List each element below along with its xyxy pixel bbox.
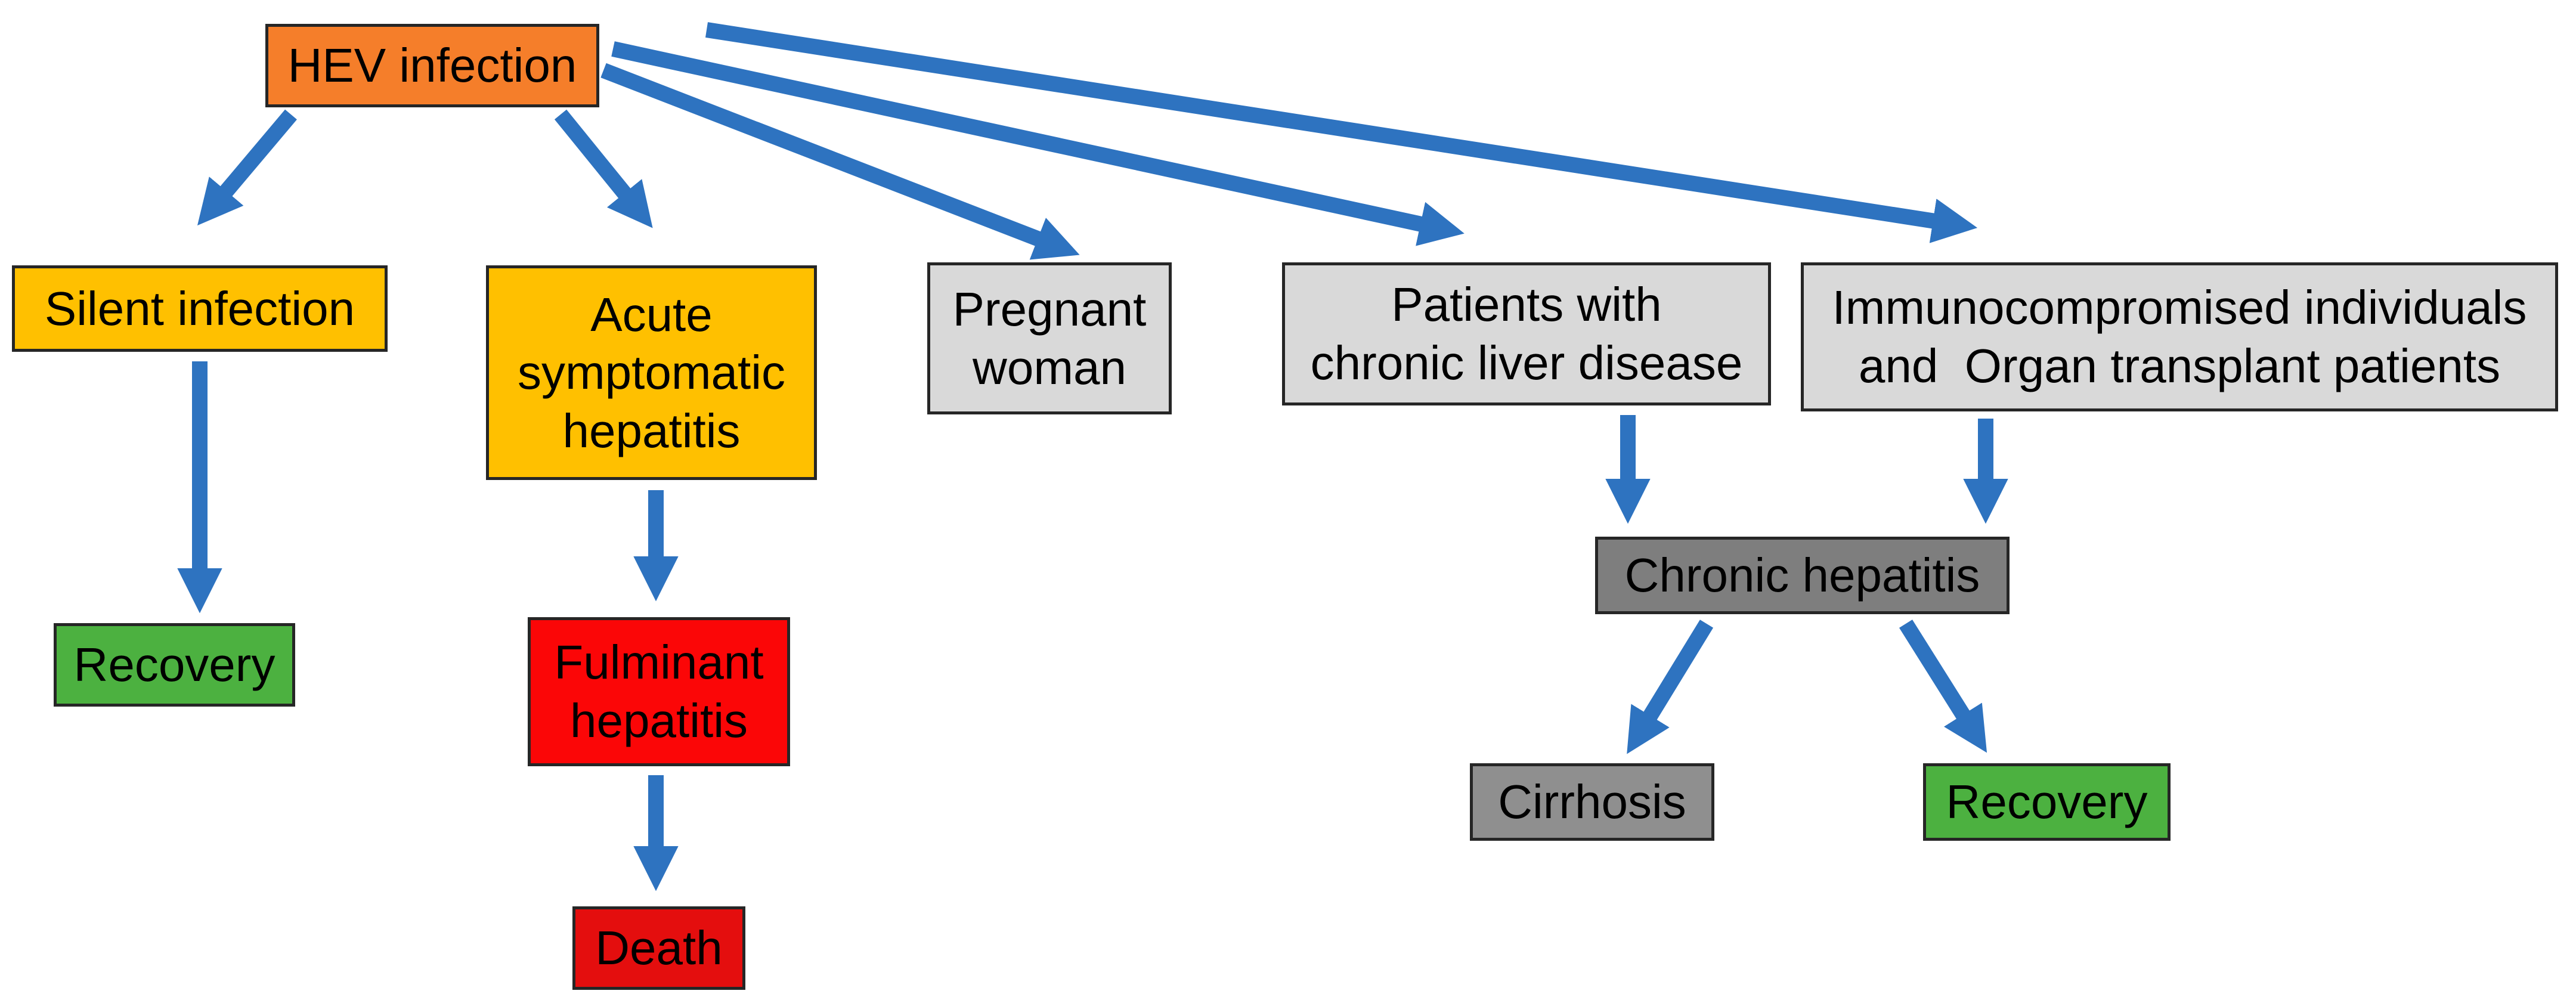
node-hev-infection-label: HEV infection: [287, 39, 577, 92]
node-death-label: Death: [595, 921, 723, 975]
edge-hev-to-pregnant-woman: [600, 63, 1080, 260]
edge-hev-to-chronic-liver-disease: [611, 41, 1465, 246]
node-pregnant-woman-label: Pregnant woman: [952, 282, 1147, 394]
node-recovery-left: Recovery: [54, 623, 295, 707]
node-pregnant-woman: Pregnant woman: [927, 262, 1172, 414]
node-recovery-left-label: Recovery: [73, 638, 275, 692]
edge-hev-to-silent-infection: [197, 109, 297, 226]
node-fulminant-hepatitis-label: Fulminant hepatitis: [554, 636, 764, 747]
node-immunocompromised-transplant: Immunocompromised individuals and Organ …: [1801, 262, 2558, 411]
node-silent-infection-label: Silent infection: [44, 281, 355, 335]
node-silent-infection: Silent infection: [12, 265, 388, 352]
node-acute-symptomatic-hepatitis-label: Acute symptomatic hepatitis: [518, 287, 785, 457]
edge-hev-to-immunocompromised: [705, 22, 1978, 243]
node-recovery-right: Recovery: [1923, 763, 2171, 841]
node-chronic-hepatitis: Chronic hepatitis: [1595, 537, 2010, 614]
node-acute-symptomatic-hepatitis: Acute symptomatic hepatitis: [486, 265, 817, 480]
node-fulminant-hepatitis: Fulminant hepatitis: [528, 617, 790, 766]
node-recovery-right-label: Recovery: [1946, 775, 2148, 829]
node-hev-infection: HEV infection: [265, 24, 599, 107]
edge-chronic-to-cirrhosis: [1627, 620, 1714, 754]
edge-hev-to-acute-hepatitis: [554, 109, 653, 228]
edge-chronic-to-recovery: [1899, 620, 1987, 753]
node-cirrhosis: Cirrhosis: [1470, 763, 1714, 841]
node-death: Death: [572, 906, 745, 990]
node-cirrhosis-label: Cirrhosis: [1498, 775, 1686, 829]
node-chronic-hepatitis-label: Chronic hepatitis: [1624, 549, 1980, 602]
node-patients-chronic-liver-disease: Patients with chronic liver disease: [1282, 262, 1771, 405]
node-patients-chronic-liver-disease-label: Patients with chronic liver disease: [1310, 278, 1743, 389]
node-immunocompromised-transplant-label: Immunocompromised individuals and Organ …: [1832, 281, 2527, 392]
